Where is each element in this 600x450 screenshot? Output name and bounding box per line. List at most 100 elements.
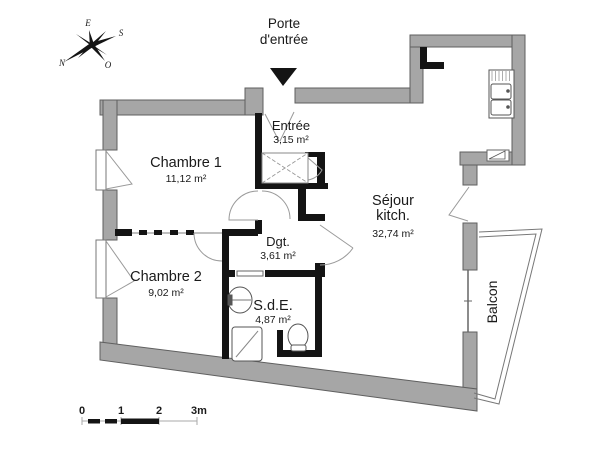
wall-sde-right — [315, 277, 322, 357]
door-swing-chambre1 — [228, 190, 259, 221]
scale-tick-3: 3m — [191, 405, 207, 417]
scale-dash — [88, 419, 100, 424]
sink-tap — [506, 105, 510, 109]
entrance-label-line2: d'entrée — [260, 32, 308, 47]
compass-needle-minor — [91, 44, 107, 55]
entrance-arrow-icon — [270, 68, 297, 86]
kitchen-sink — [488, 69, 515, 119]
shower-diagonal — [235, 330, 259, 358]
window-chambre2 — [95, 239, 107, 299]
wall-partition-dash — [154, 230, 162, 235]
kitchen-duct — [420, 62, 444, 69]
compass-label-e: E — [84, 18, 91, 28]
door-swing-sejour — [319, 224, 354, 266]
wall-entree-chambre1-low — [255, 220, 262, 234]
scale-solid-segment — [121, 418, 159, 424]
wall-entrance-pillar — [244, 87, 264, 116]
wall-partition-seg — [115, 229, 132, 236]
bathroom-fixtures — [227, 286, 309, 362]
compass-label-n: N — [58, 58, 66, 68]
wall-top-right — [294, 87, 424, 104]
scale-dash — [105, 419, 117, 424]
room-label-chambre1: Chambre 1 — [150, 155, 222, 171]
compass-needle-s — [91, 36, 116, 48]
wall-right-lower — [462, 331, 478, 391]
scale-tick-0: 0 — [79, 405, 85, 417]
wall-left-2 — [102, 189, 118, 241]
sink-basin — [490, 83, 512, 100]
entrance-label-line1: Porte — [268, 16, 300, 31]
wall-dgt-sejour-top — [298, 214, 325, 221]
sink-basin — [490, 99, 512, 116]
room-label-entree: Entrée — [272, 118, 310, 133]
window-swing-chambre2 — [105, 240, 135, 298]
compass-needle-n — [64, 42, 94, 62]
room-area-dgt: 3,61 m² — [260, 250, 296, 262]
closet-cross — [261, 152, 309, 184]
door-swing-entree-dgt — [261, 190, 291, 220]
kitchen-duct — [420, 47, 427, 69]
room-area-entree: 3,15 m² — [273, 134, 309, 146]
compass-label-o: O — [105, 60, 112, 70]
compass-needle-minor — [91, 31, 106, 46]
wall-partition-dash — [139, 230, 147, 235]
room-labels: Chambre 1 11,12 m² Entrée 3,15 m² Séjour… — [130, 118, 500, 326]
interior-walls — [115, 47, 444, 359]
wall-bottom-diagonal — [99, 341, 478, 412]
room-label-dgt: Dgt. — [266, 234, 290, 249]
room-area-chambre1: 11,12 m² — [166, 173, 207, 185]
room-area-sejour: 32,74 m² — [372, 228, 414, 240]
door-swing-chambre2 — [193, 232, 223, 262]
wall-entree-chambre1 — [255, 113, 262, 188]
room-label-sde: S.d.E. — [253, 298, 293, 314]
compass-needle-e — [89, 30, 95, 46]
wall-left-3 — [102, 297, 118, 346]
wall-top-left — [99, 99, 246, 116]
toilet-base — [290, 344, 307, 352]
scale-tick-2: 2 — [156, 405, 162, 417]
window-chambre1 — [95, 149, 107, 191]
entrance-marker: Porte d'entrée — [260, 16, 308, 86]
washbasin-tap — [227, 294, 233, 306]
sink-tap — [506, 89, 510, 93]
wall-wc-bottom — [277, 350, 322, 357]
wall-wc-left — [277, 330, 283, 356]
window-swing-chambre1 — [105, 150, 133, 190]
door-sliding-sde — [236, 270, 264, 277]
wall-dgt-right-upper — [298, 189, 306, 221]
wall-right-upper — [462, 164, 478, 186]
doors — [193, 111, 470, 277]
wall-left-1 — [102, 99, 118, 151]
room-label-chambre2: Chambre 2 — [130, 269, 202, 285]
closet-placard — [261, 152, 309, 184]
door-swing-entrance — [264, 111, 295, 142]
wall-kitchen-top — [409, 34, 526, 48]
wall-partition-seg — [222, 229, 258, 236]
toilet-bowl — [287, 323, 309, 349]
wall-closet-bottom — [255, 183, 328, 189]
window-kitchen-vent — [488, 150, 506, 160]
wall-partition-dash — [186, 230, 194, 235]
wall-sde-top-right — [265, 270, 322, 277]
compass-rose: N S E O — [58, 18, 124, 70]
balcony-outline — [473, 228, 543, 405]
room-area-chambre2: 9,02 m² — [148, 287, 184, 299]
door-swing-balcony — [448, 186, 470, 222]
room-label-sejour-line1: Séjour — [372, 193, 414, 209]
compass-label-s: S — [119, 28, 124, 38]
scale-tick-1: 1 — [118, 405, 124, 417]
scale-bar: 0 1 2 3m — [79, 405, 207, 425]
balcony-inner — [473, 233, 537, 400]
balcony-outer — [473, 228, 543, 405]
wall-partition-dash — [170, 230, 178, 235]
compass-needle-minor — [78, 43, 93, 58]
room-label-sejour-line2: kitch. — [376, 208, 410, 224]
room-area-sde: 4,87 m² — [255, 314, 291, 326]
exterior-walls — [99, 34, 526, 412]
door-swing-closet2 — [306, 156, 323, 181]
wall-right-mid — [462, 222, 478, 271]
compass-needle-minor — [76, 34, 92, 47]
wall-closet2-top — [305, 152, 325, 157]
